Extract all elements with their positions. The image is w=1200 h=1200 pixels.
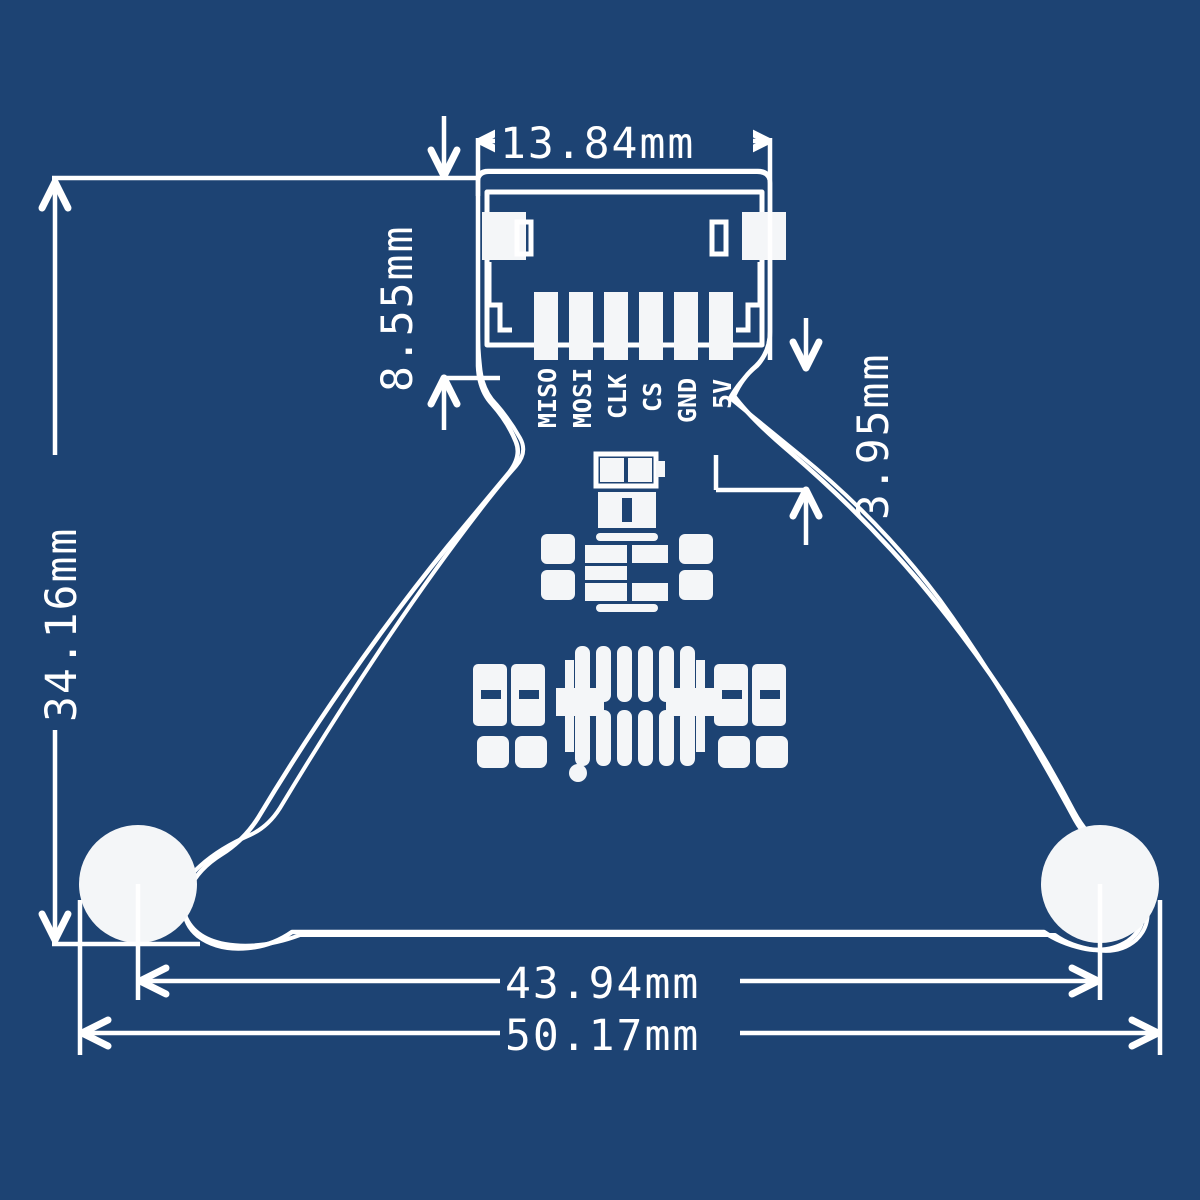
pin-label-miso: MISO [533, 368, 562, 428]
cluster-center-pad-4 [585, 583, 627, 601]
cluster-corner-pad-tl [541, 534, 575, 564]
connector-pin-pad-3 [604, 292, 628, 360]
connector-pin-pad-1 [534, 292, 558, 360]
dim-label-395: 3.95mm [849, 353, 899, 520]
ic-pin-bottom-3 [617, 710, 632, 766]
cluster-center-pad-1 [585, 545, 627, 563]
component-cluster-lower [473, 646, 788, 782]
left-pad-small-2 [515, 736, 547, 768]
dimension-connector-depth: 8.55mm [373, 225, 500, 430]
pin-label-gnd: GND [673, 378, 702, 423]
left-pad-small-1 [477, 736, 509, 768]
dim-label-3416: 34.16mm [37, 527, 87, 722]
ic-pin-bottom-6 [680, 710, 695, 766]
dim-label-1384: 13.84mm [500, 119, 695, 169]
connector-pin-pad-5 [674, 292, 698, 360]
pin-label-clk: CLK [603, 374, 632, 419]
dim-label-855: 8.55mm [373, 225, 423, 392]
label-bg-1384 [495, 118, 753, 164]
ic-pin-bottom-5 [659, 710, 674, 766]
ic-thermal-pad-left [556, 688, 604, 716]
left-pad-slot-2 [519, 690, 539, 699]
cluster-bar-top [596, 533, 658, 541]
cluster-center-pad-3 [585, 566, 627, 580]
connector-trace-right [736, 262, 763, 333]
ic-pin-top-4 [638, 646, 653, 702]
ic-pin-bottom-4 [638, 710, 653, 766]
label-bg-4394 [500, 957, 740, 1003]
board-outline-refined [182, 168, 1146, 953]
connector-pad-right [742, 212, 786, 260]
module-cell-right [628, 458, 652, 482]
connector-trace-left [486, 262, 512, 333]
cluster-corner-pad-br [679, 570, 713, 600]
cluster-bar-bottom [596, 604, 658, 612]
left-pad-slot-1 [481, 690, 501, 699]
pin-label-mosi: MOSI [568, 368, 597, 428]
ic-rail-left [565, 660, 574, 752]
mounting-pads [79, 825, 1159, 943]
module-tab [656, 461, 665, 477]
pin-label-cs: CS [638, 382, 667, 412]
dimension-height-overall: 34.16mm [32, 175, 480, 947]
label-bg-3416 [32, 455, 78, 730]
dimension-connector-width: 13.84mm [475, 118, 773, 360]
cluster-corner-pad-tr [679, 534, 713, 564]
ic-pin-bottom-1 [575, 710, 590, 766]
dimension-shoulder-drop: 3.95mm [713, 318, 899, 545]
connector-slot-left [514, 219, 534, 257]
board-outline-refined-path [182, 168, 1146, 953]
connector-pin-pad-2 [569, 292, 593, 360]
cluster-center-pad-5 [632, 583, 668, 601]
right-pad-slot-1 [722, 690, 742, 699]
dim-label-5017: 50.17mm [505, 1011, 700, 1061]
dim-label-4394: 43.94mm [505, 959, 700, 1009]
label-bg-5017 [500, 1009, 740, 1055]
module-cell-left [600, 458, 624, 482]
ic-rail-right [696, 660, 705, 752]
fpc-connector-footprint: MISO MOSI CLK CS GND 5V [482, 189, 786, 428]
right-pad-small-2 [756, 736, 788, 768]
connector-slot-right [709, 219, 729, 257]
connector-pin-pad-6 [709, 292, 733, 360]
right-pad-small-1 [718, 736, 750, 768]
cluster-center-pad-2 [632, 545, 668, 563]
connector-pin-pad-4 [639, 292, 663, 360]
cluster-corner-pad-bl [541, 570, 575, 600]
component-cluster-upper [541, 451, 713, 612]
dimension-width-overall: 50.17mm [77, 900, 1163, 1061]
right-pad-slot-2 [760, 690, 780, 699]
dimension-width-holes: 43.94mm [135, 884, 1103, 1009]
pin-label-5v: 5V [708, 379, 737, 409]
ic-thermal-pad-right [666, 688, 714, 716]
ic-pin-bottom-2 [596, 710, 611, 766]
slot-pad-opening [622, 498, 632, 522]
marker-connector-top-left [431, 116, 457, 176]
ic-pin-top-3 [617, 646, 632, 702]
ic-pin1-marker [569, 764, 587, 782]
